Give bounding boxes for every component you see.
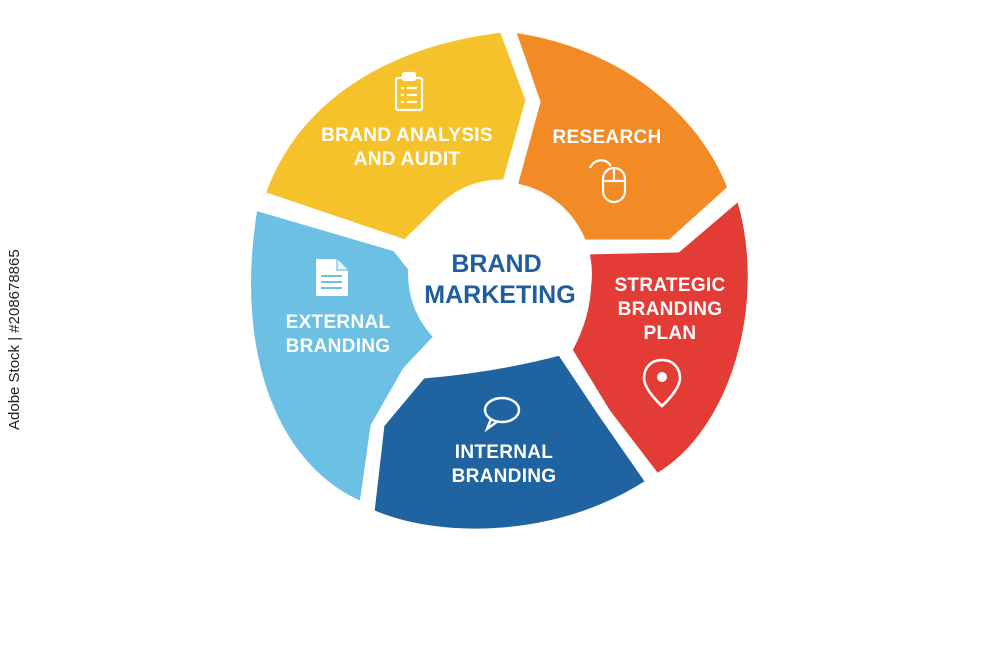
center-circle — [408, 182, 592, 366]
center-label: BRAND MARKETING — [424, 250, 575, 309]
segment-label-line: BRANDING — [618, 299, 723, 320]
document-icon — [316, 259, 348, 296]
segment-label-external-branding: EXTERNAL BRANDING — [286, 312, 391, 357]
stock-id-label: Adobe Stock | #208678865 — [6, 249, 23, 430]
segment-label-line: EXTERNAL — [286, 312, 391, 333]
segment-label-line: STRATEGIC — [614, 275, 725, 296]
segment-label-brand-analysis: BRAND ANALYSIS AND AUDIT — [321, 125, 493, 170]
computer-mouse-icon — [589, 159, 627, 204]
clipboard-icon — [394, 71, 424, 112]
speech-bubble-icon — [483, 396, 521, 433]
segment-external-branding — [246, 205, 455, 507]
segment-label-line: BRAND ANALYSIS — [321, 125, 493, 146]
center-label-line-2: MARKETING — [424, 281, 575, 309]
segment-label-internal-branding: INTERNAL BRANDING — [452, 442, 557, 487]
segment-label-line: BRANDING — [286, 336, 391, 357]
stock-id-wrapper: Adobe Stock | #208678865 — [6, 249, 28, 670]
segment-label-line: INTERNAL — [455, 442, 554, 463]
segment-label-line: AND AUDIT — [354, 149, 461, 170]
segment-label-line: RESEARCH — [552, 127, 661, 148]
segment-label-research: RESEARCH — [552, 127, 661, 148]
segment-label-line: BRANDING — [452, 466, 557, 487]
segment-label-strategic-plan: STRATEGIC BRANDING PLAN — [614, 275, 725, 344]
segment-label-line: PLAN — [644, 323, 697, 344]
map-pin-icon — [642, 358, 682, 408]
center-label-line-1: BRAND — [451, 250, 541, 278]
